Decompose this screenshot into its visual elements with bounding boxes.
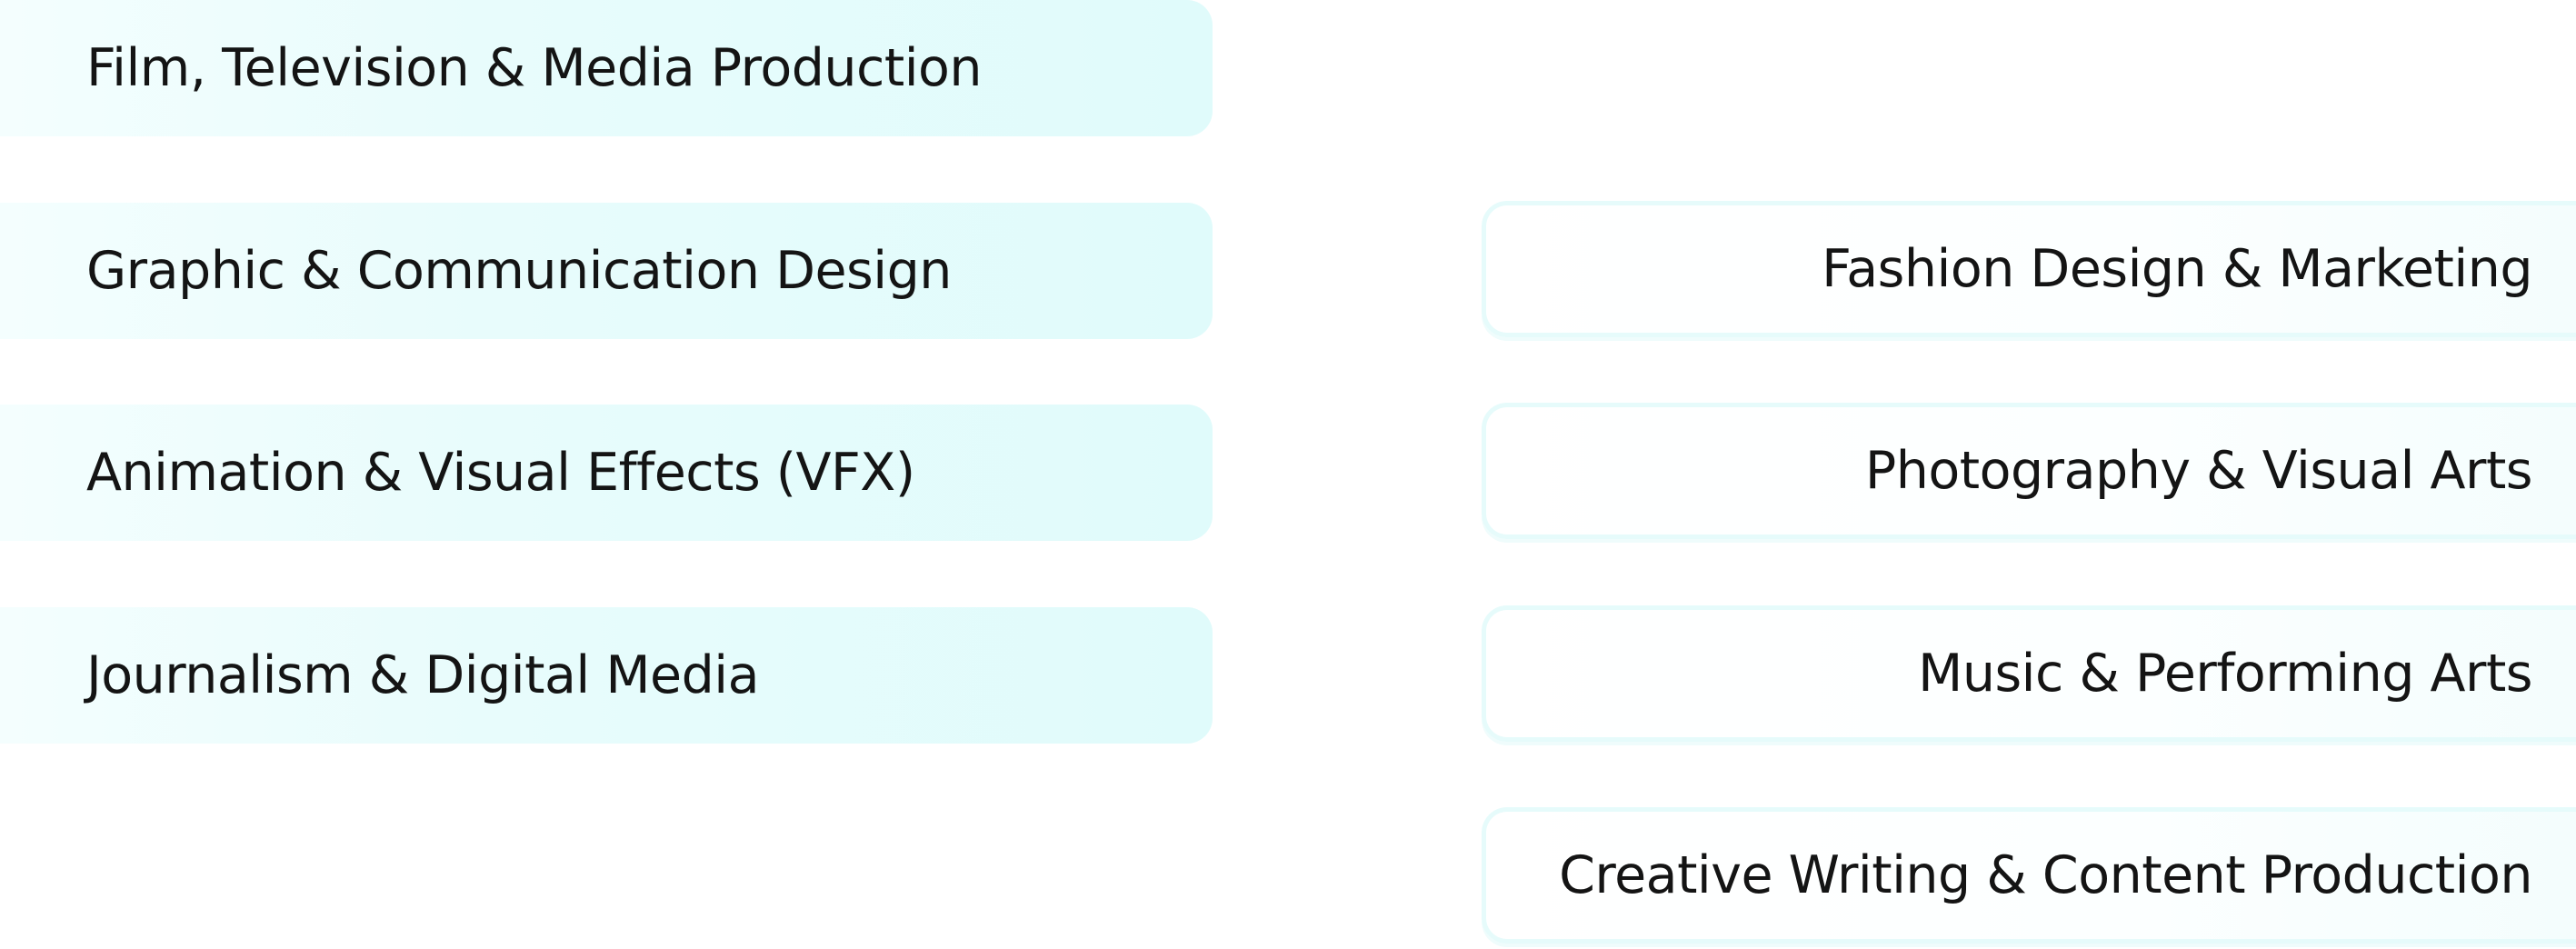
category-label: Music & Performing Arts xyxy=(1918,644,2532,704)
category-card-journalism-digital-media[interactable]: Journalism & Digital Media xyxy=(0,607,1213,744)
category-label: Graphic & Communication Design xyxy=(86,241,952,301)
category-card-music-performing-arts[interactable]: Music & Performing Arts xyxy=(1482,605,2576,742)
category-label: Journalism & Digital Media xyxy=(86,645,760,705)
category-label: Creative Writing & Content Production xyxy=(1559,845,2532,905)
category-card-creative-writing-content-production[interactable]: Creative Writing & Content Production xyxy=(1482,807,2576,944)
category-card-animation-visual-effects[interactable]: Animation & Visual Effects (VFX) xyxy=(0,405,1213,541)
category-card-photography-visual-arts[interactable]: Photography & Visual Arts xyxy=(1482,403,2576,539)
category-card-graphic-communication-design[interactable]: Graphic & Communication Design xyxy=(0,203,1213,339)
category-label: Film, Television & Media Production xyxy=(86,38,983,98)
category-label: Fashion Design & Marketing xyxy=(1822,239,2532,299)
category-card-fashion-design-marketing[interactable]: Fashion Design & Marketing xyxy=(1482,201,2576,337)
category-label: Animation & Visual Effects (VFX) xyxy=(86,443,915,503)
category-label: Photography & Visual Arts xyxy=(1864,441,2533,501)
category-card-film-television-media-production[interactable]: Film, Television & Media Production xyxy=(0,0,1213,136)
